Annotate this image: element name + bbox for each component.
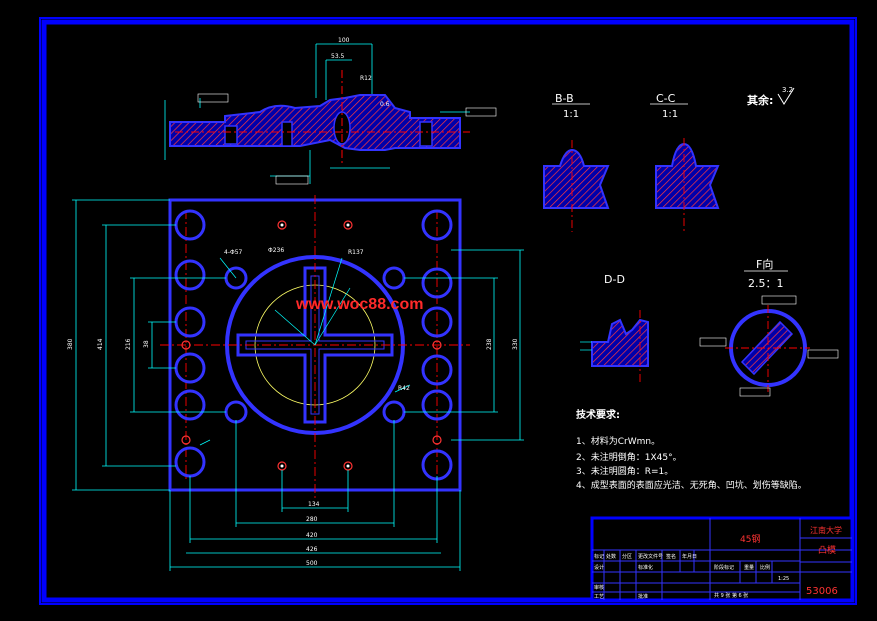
dim-label: R137 [348,249,364,256]
plan-dimensions [72,199,524,571]
part-name: 凸模 [818,545,836,556]
school-label: 江南大学 [810,525,842,535]
dim-label: R42 [398,385,410,392]
tb-cell: 分区 [622,553,632,560]
drawing-code: 53006 [806,586,838,597]
dim-label: 238 [486,338,493,350]
tolerance-frame [197,93,229,103]
dim-label: 134 [308,501,320,508]
tech-item: 1、材料为CrWmn。 [576,435,660,447]
plan-centerlines [160,195,470,500]
tb-cell: 年月日 [682,553,697,560]
drawing-frame [41,19,855,603]
tech-item: 4、成型表面的表面应光洁、无死角、凹坑、划伤等缺陷。 [576,479,807,491]
tech-item: 3、未注明圆角：R=1。 [576,465,673,477]
tb-cell: 批准 [638,593,648,600]
dim-label: 100 [338,37,350,44]
section-view-a: 100 53.5 R12 0.6 [164,37,497,185]
sheet-count: 共 9 张 第 6 张 [714,592,748,599]
watermark: www.woc88.com [295,296,423,313]
dim-label: 380 [67,338,74,350]
scale-value: 1:25 [778,576,789,582]
pin-hole-centers [280,223,350,468]
tb-cell: 工艺 [594,594,604,600]
roughness-label: 其余: [747,93,773,107]
detail-view-f: F向 2.5：1 [699,257,839,397]
cross-rib-inner [245,275,385,415]
dim-label: Φ236 [268,247,284,254]
guide-holes [174,209,453,481]
section-view-bb: B-B 1:1 [543,92,610,232]
section-hole-mid [281,121,293,147]
section-view-dd: D-D [580,273,649,382]
tech-title: 技术要求: [576,408,620,421]
dim-label: 4-Φ57 [224,249,243,256]
tb-cell: 审核 [594,584,604,591]
dim-label: 216 [125,338,132,350]
dim-label: 38 [143,340,150,348]
view-name: C-C [656,92,676,105]
tb-cell: 比例 [760,564,770,571]
tolerance-frame [465,107,497,117]
title-block: 45钢 江南大学 凸模 53006 1:25 共 9 张 第 6 张 标记 处数… [590,516,854,602]
roughness-value: 3.2 [782,86,793,94]
dim-label: 330 [512,338,519,350]
dim-label: 426 [306,546,318,553]
dim-label: 500 [306,560,318,567]
tech-item: 2、未注明倒角：1X45°。 [576,451,682,463]
tolerance-frame [275,175,309,185]
tb-cell: 更改文件号 [638,553,663,560]
dim-label: 414 [97,338,104,350]
tb-cell: 标记 [594,553,604,560]
view-scale: 1:1 [563,109,579,120]
roughness-note: 其余: 3.2 [747,86,795,107]
section-view-cc: C-C 1:1 [650,92,720,232]
view-name: B-B [555,92,574,105]
view-name: F向 [756,257,773,271]
tb-cell: 签名 [666,553,676,560]
section-hole-left [224,125,238,145]
section-hole-right [419,121,433,147]
tb-cell: 阶段标记 [714,564,734,571]
dim-label: 53.5 [331,53,345,60]
section-body [169,94,461,151]
tb-cell: 标准化 [638,564,653,571]
tb-cell: 重量 [744,564,754,571]
material-label: 45钢 [740,533,760,545]
section-center-bore [333,111,351,145]
tb-cell: 设计 [594,564,604,571]
radial-leaders [199,257,411,446]
sheet-border [39,17,857,605]
view-scale: 2.5：1 [748,277,784,290]
tb-cell: 处数 [606,553,616,560]
cross-rib [236,266,394,424]
technical-requirements: 技术要求: 1、材料为CrWmn。 2、未注明倒角：1X45°。 3、未注明圆角… [576,408,807,491]
dim-label: 0.6 [380,101,390,108]
view-name: D-D [604,273,625,286]
dim-label: R12 [360,75,372,82]
plan-view: Φ236 R137 4-Φ57 R42 [67,195,524,571]
dim-label: 280 [306,516,318,523]
dim-label: 420 [306,532,318,539]
view-scale: 1:1 [662,109,678,120]
